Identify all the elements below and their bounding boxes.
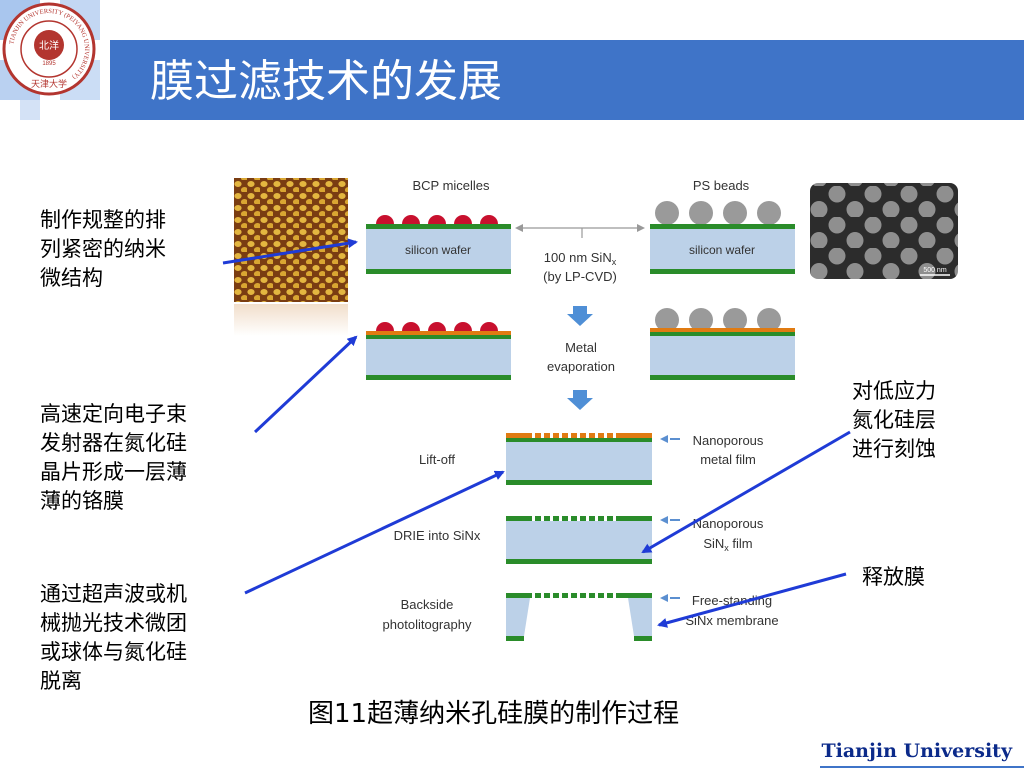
figure-caption: 图11超薄纳米孔硅膜的制作过程: [308, 699, 680, 729]
evaporation-label: evaporation: [547, 359, 615, 374]
title-bar: [110, 40, 1024, 120]
freestanding-label-1: Free-standing: [692, 593, 772, 608]
drie-label: DRIE into SiNx: [394, 528, 481, 543]
university-logo: TIANJIN UNIVERSITY (PEIYANG UNIVERSITY) …: [2, 2, 96, 96]
lpcvd-text: (by LP-CVD): [543, 269, 617, 284]
silicon-wafer-label-left: silicon wafer: [405, 243, 471, 257]
nanoporous-sinx-subscript: x: [724, 543, 729, 553]
silicon-wafer-label-right: silicon wafer: [689, 243, 755, 257]
note-release-membrane: 释放膜: [862, 565, 925, 589]
note-electron-beam: 高速定向电子束 发射器在氮化硅 晶片形成一层薄 薄的铬膜: [40, 402, 187, 513]
freestanding-label-2: SiNx membrane: [685, 613, 778, 628]
annotation-arrow-4: [641, 430, 851, 554]
nanoporous-sinx-text: SiN: [703, 536, 724, 551]
ps-stack-evaporated: [650, 308, 795, 380]
nanoporous-sinx-film: film: [729, 536, 753, 551]
ps-stack: silicon wafer: [650, 201, 795, 274]
afm-image: [234, 178, 348, 336]
annotation-arrow-5: [657, 572, 847, 628]
logo-bottom-text: 天津大学: [31, 78, 67, 90]
bcp-micelles-label: BCP micelles: [412, 178, 490, 193]
nanoporous-sinx-label-1: Nanoporous: [693, 516, 764, 531]
note-etching: 对低应力 氮化硅层 进行刻蚀: [852, 379, 936, 461]
note-nanostructure: 制作规整的排 列紧密的纳米 微结构: [40, 208, 166, 290]
sinx-annotation: 100 nm SiNx (by LP-CVD): [515, 224, 645, 284]
slide-title: 膜过滤技术的发展: [150, 56, 502, 107]
freestanding-stack: [506, 593, 652, 641]
flow-arrow-down-1: [567, 306, 593, 326]
note-ultrasonic: 通过超声波或机 械抛光技术微团 或球体与氮化硅 脱离: [40, 582, 187, 693]
logo-year: 1895: [42, 61, 56, 67]
ps-beads-label: PS beads: [693, 178, 750, 193]
nanoporous-metal-label-1: Nanoporous: [693, 433, 764, 448]
annotation-arrow-2: [253, 335, 358, 434]
sinx-subscript: x: [612, 257, 617, 267]
sem-image: 500 nm: [810, 183, 958, 279]
drie-stack: [506, 516, 652, 564]
logo-center-text: 北洋: [39, 39, 59, 52]
backside-label-1: Backside: [401, 597, 454, 612]
svg-text:100 nm SiNx: 100 nm SiNx: [544, 250, 617, 267]
sinx-text: 100 nm SiN: [544, 250, 612, 265]
annotation-arrow-3: [244, 470, 505, 595]
bcp-stack-evaporated: [366, 322, 511, 380]
nanoporous-metal-label-2: metal film: [700, 452, 756, 467]
scale-bar-label: 500 nm: [923, 267, 947, 274]
footer-rule: [820, 766, 1024, 768]
liftoff-label: Lift-off: [419, 452, 455, 467]
liftoff-stack: [506, 433, 652, 485]
svg-text:SiNx film: SiNx film: [703, 536, 752, 553]
annotation-arrow-1: [222, 238, 358, 265]
bcp-stack: silicon wafer: [366, 215, 511, 274]
backside-label-2: photolitography: [383, 617, 472, 632]
metal-label: Metal: [565, 340, 597, 355]
brand-footer: Tianjin University: [821, 740, 1012, 762]
flow-arrow-down-2: [567, 390, 593, 410]
